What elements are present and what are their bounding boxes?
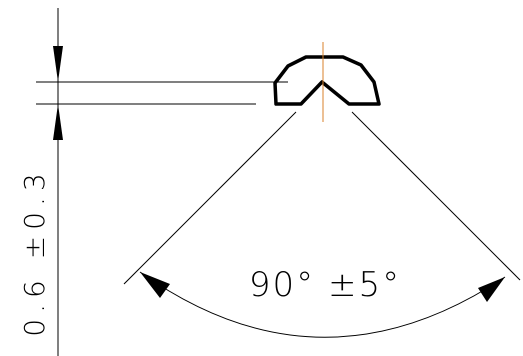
profile-outline: [273, 55, 381, 106]
thickness-arrow-top: [53, 46, 63, 82]
angle-arrow-right: [478, 277, 505, 302]
thickness-arrow-bottom: [53, 104, 63, 140]
angle-arrow-left: [140, 272, 170, 298]
angle-leg-right: [351, 111, 521, 281]
angle-dimension-text: 90° ±5°: [249, 265, 401, 305]
thickness-dimension-text: 0.6 ±0.3: [18, 167, 51, 336]
angle-leg-left: [123, 111, 297, 285]
angle-dimension-arc: [139, 271, 506, 338]
